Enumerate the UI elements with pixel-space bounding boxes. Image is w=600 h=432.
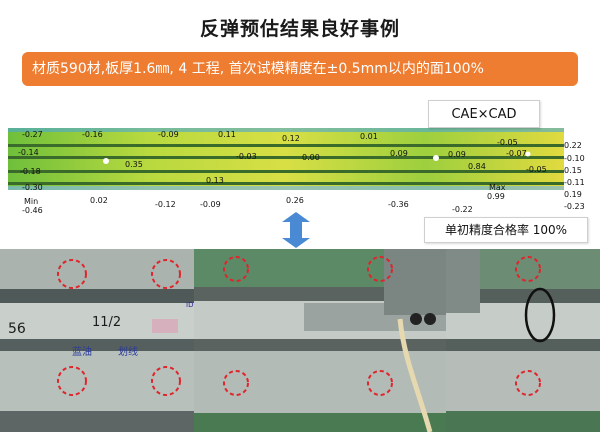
max-label: Max xyxy=(489,183,506,192)
value-label: 0.02 xyxy=(90,196,108,205)
scale-value: -0.10 xyxy=(564,154,585,163)
right-scale: -0.10 0.15 -0.11 0.19 -0.23 xyxy=(564,141,598,213)
handwritten-note: 蓝油 xyxy=(72,347,92,358)
min-value: -0.46 xyxy=(22,206,43,215)
value-label: -0.09 xyxy=(200,200,221,209)
value-label: -0.14 xyxy=(18,148,39,157)
trial-photo-right xyxy=(446,249,600,432)
value-label: -0.22 xyxy=(452,205,473,214)
value-label: -0.03 xyxy=(236,152,257,161)
scale-value: 0.15 xyxy=(564,166,582,175)
handwritten-fraction: 11/2 xyxy=(92,315,122,330)
page-title: 反弹预估结果良好事例 xyxy=(199,18,400,40)
cae-cad-tag: CAE×CAD xyxy=(428,100,540,128)
value-label: -0.18 xyxy=(20,167,41,176)
double-arrow-icon xyxy=(270,212,322,248)
value-label: 0.26 xyxy=(286,196,304,205)
handwritten-number: 56 xyxy=(8,321,26,337)
value-label: -0.09 xyxy=(158,130,179,139)
scale-value: -0.11 xyxy=(564,178,585,187)
value-label: -0.05 xyxy=(526,165,547,174)
max-value: 0.99 xyxy=(487,192,505,201)
min-label: Min xyxy=(24,197,39,206)
scale-value: -0.23 xyxy=(564,202,585,211)
value-label: 0.00 xyxy=(302,153,320,162)
value-label: -0.07 xyxy=(506,149,527,158)
value-label: -0.27 xyxy=(22,130,43,139)
value-label: 0.22 xyxy=(564,141,582,150)
value-label: -0.05 xyxy=(497,138,518,147)
value-label: 0.09 xyxy=(390,149,408,158)
material-banner: 材质590材,板厚1.6㎜, 4 工程, 首次试模精度在±0.5mm以内的面10… xyxy=(22,52,578,86)
value-label: -0.16 xyxy=(82,130,103,139)
value-label: 0.12 xyxy=(282,134,300,143)
value-label: -0.30 xyxy=(22,183,43,192)
value-label: -0.36 xyxy=(388,200,409,209)
cae-color-map xyxy=(8,126,564,196)
value-label: 0.09 xyxy=(448,150,466,159)
value-label: 0.13 xyxy=(206,176,224,185)
pass-rate-tag: 单初精度合格率 100% xyxy=(424,217,588,243)
trial-photo-middle xyxy=(194,249,446,432)
value-label: -0.12 xyxy=(155,200,176,209)
trial-photo-left: 56 11/2 ID MARK 蓝油 划线 xyxy=(0,249,194,432)
id-mark-label: ID MARK xyxy=(186,301,194,309)
value-label: 0.35 xyxy=(125,160,143,169)
scale-value: 0.19 xyxy=(564,190,582,199)
value-label: 0.01 xyxy=(360,132,378,141)
value-label: 0.84 xyxy=(468,162,486,171)
handwritten-note: 划线 xyxy=(118,347,138,358)
value-label: 0.11 xyxy=(218,130,236,139)
